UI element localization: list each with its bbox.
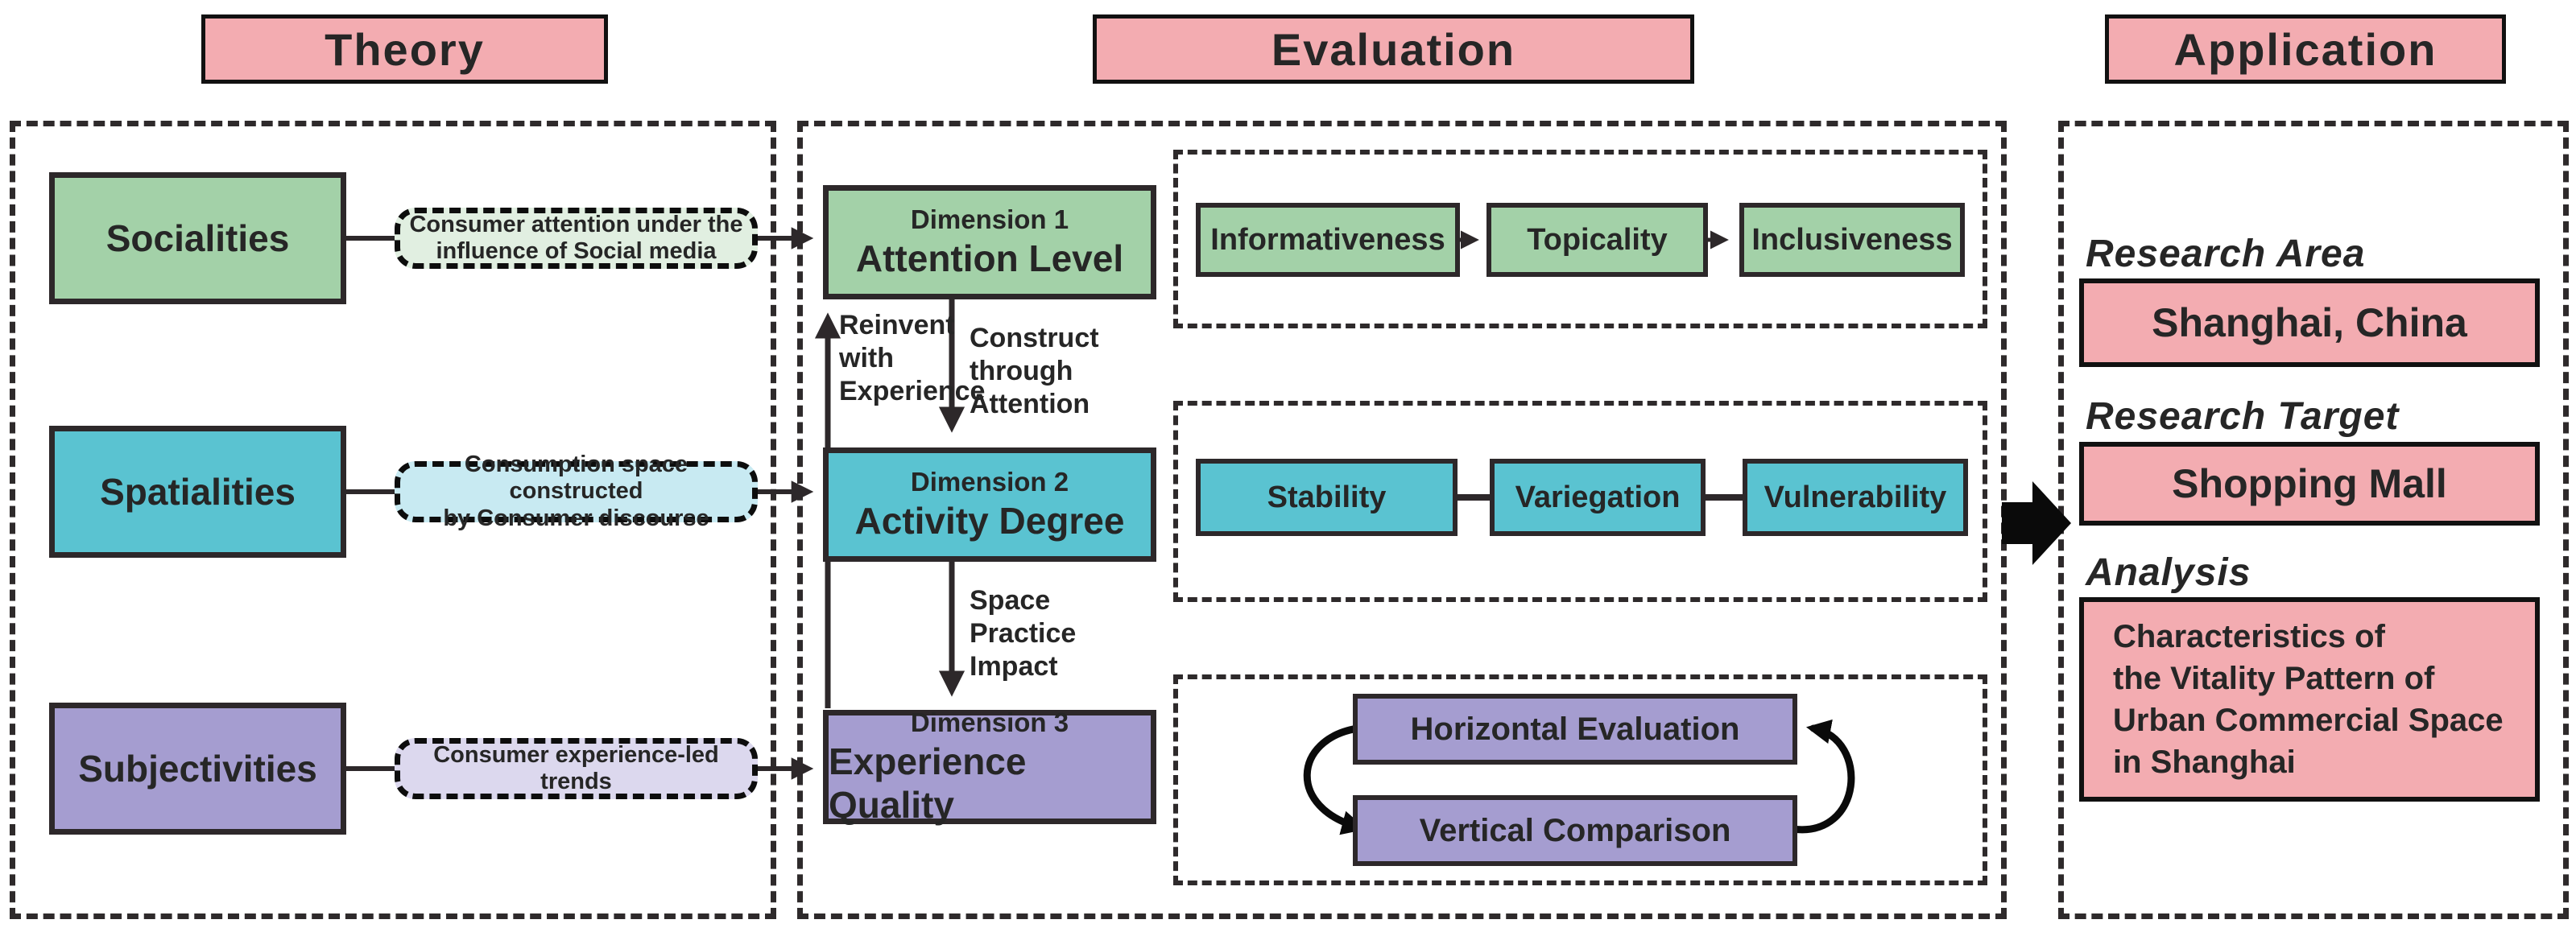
dimension2-eyebrow: Dimension 2	[910, 467, 1069, 497]
spatialities-box: Spatialities	[49, 426, 346, 558]
theory-panel	[10, 121, 776, 919]
research-area-heading: Research Area	[2086, 233, 2366, 275]
dimension3-title: Experience Quality	[829, 740, 1027, 826]
subjectivities-box: Subjectivities	[49, 703, 346, 835]
horizontal-evaluation-box: Horizontal Evaluation	[1353, 694, 1797, 765]
stability-box: Stability	[1196, 459, 1458, 536]
variegation-box: Variegation	[1490, 459, 1706, 536]
vulnerability-box: Vulnerability	[1743, 459, 1968, 536]
dimension1-box: Dimension 1 Attention Level	[823, 185, 1156, 299]
socialities-box: Socialities	[49, 172, 346, 304]
dimension2-box: Dimension 2 Activity Degree	[823, 447, 1156, 562]
dimension1-eyebrow: Dimension 1	[910, 204, 1069, 234]
theory-header: Theory	[201, 14, 608, 84]
analysis-value-box: Characteristics of the Vitality Pattern …	[2079, 597, 2540, 802]
inclusiveness-box: Inclusiveness	[1739, 203, 1965, 277]
topicality-box: Topicality	[1486, 203, 1708, 277]
activity-indicators-box	[1173, 401, 1987, 602]
space-impact-label: Space Practice Impact	[970, 585, 1077, 682]
analysis-heading: Analysis	[2086, 551, 2251, 594]
spatialities-pill: Consumption space constructed by Consume…	[395, 452, 758, 531]
research-target-value-box: Shopping Mall	[2079, 442, 2540, 526]
dimension2-title: Activity Degree	[854, 500, 1125, 542]
evaluation-header: Evaluation	[1093, 14, 1694, 84]
dimension1-title: Attention Level	[855, 237, 1124, 279]
research-area-value-box: Shanghai, China	[2079, 278, 2540, 367]
experience-loop-box	[1173, 674, 1987, 885]
dimension3-box: Dimension 3 Experience Quality	[823, 707, 1156, 826]
attention-indicators-box	[1173, 150, 1987, 328]
reinvent-label: Reinvent with Experience	[839, 310, 986, 406]
research-target-heading: Research Target	[2086, 395, 2400, 438]
application-header: Application	[2105, 14, 2506, 84]
dimension3-eyebrow: Dimension 3	[910, 707, 1069, 737]
informativeness-box: Informativeness	[1196, 203, 1460, 277]
vertical-comparison-box: Vertical Comparison	[1353, 795, 1797, 866]
socialities-pill: Consumer attention under the influence o…	[395, 208, 758, 269]
construct-label: Construct through Attention	[970, 323, 1099, 419]
subjectivities-pill: Consumer experience-led trends	[395, 738, 758, 799]
